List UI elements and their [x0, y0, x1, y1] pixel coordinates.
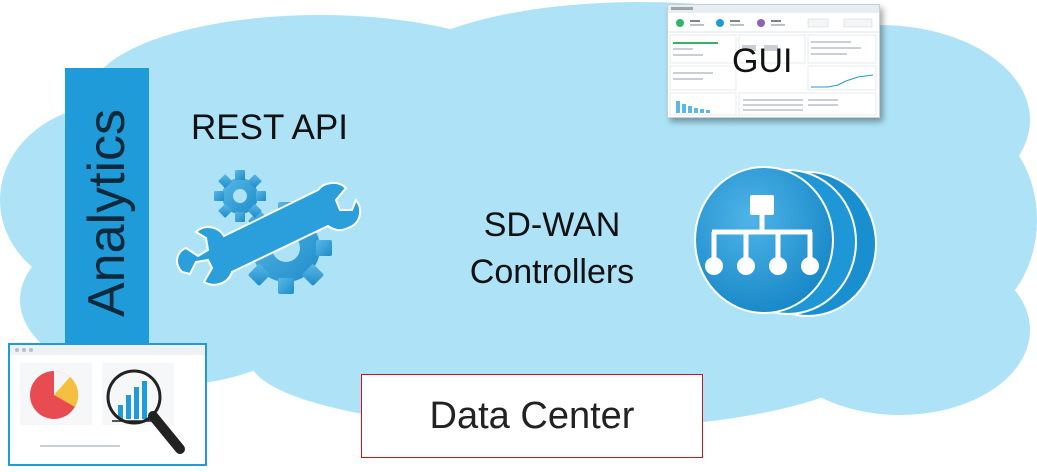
controller-disc-front	[694, 166, 834, 314]
gui-dashboard-screenshot	[667, 4, 880, 118]
data-center-label: Data Center	[429, 394, 635, 437]
magnifier-icon	[106, 369, 185, 454]
network-hierarchy-icon	[694, 166, 877, 317]
sdwan-label-line2: Controllers	[469, 253, 635, 291]
analytics-label: Analytics	[78, 108, 136, 318]
gui-label: GUI	[732, 42, 793, 80]
dashboard-preview	[668, 5, 879, 116]
sdwan-label-line1: SD-WAN	[483, 206, 621, 244]
analytics-report-card	[8, 343, 207, 466]
data-center-box: Data Center	[361, 374, 703, 458]
chart-magnifier-icon	[10, 345, 205, 454]
analytics-bar	[65, 68, 149, 358]
sdwan-controllers-label: SD-WAN Controllers	[452, 202, 652, 296]
bar-chart-icon	[118, 381, 147, 419]
rest-api-label: REST API	[191, 108, 348, 147]
pie-chart-icon	[30, 370, 79, 419]
wrench-gear-icon	[176, 170, 362, 294]
